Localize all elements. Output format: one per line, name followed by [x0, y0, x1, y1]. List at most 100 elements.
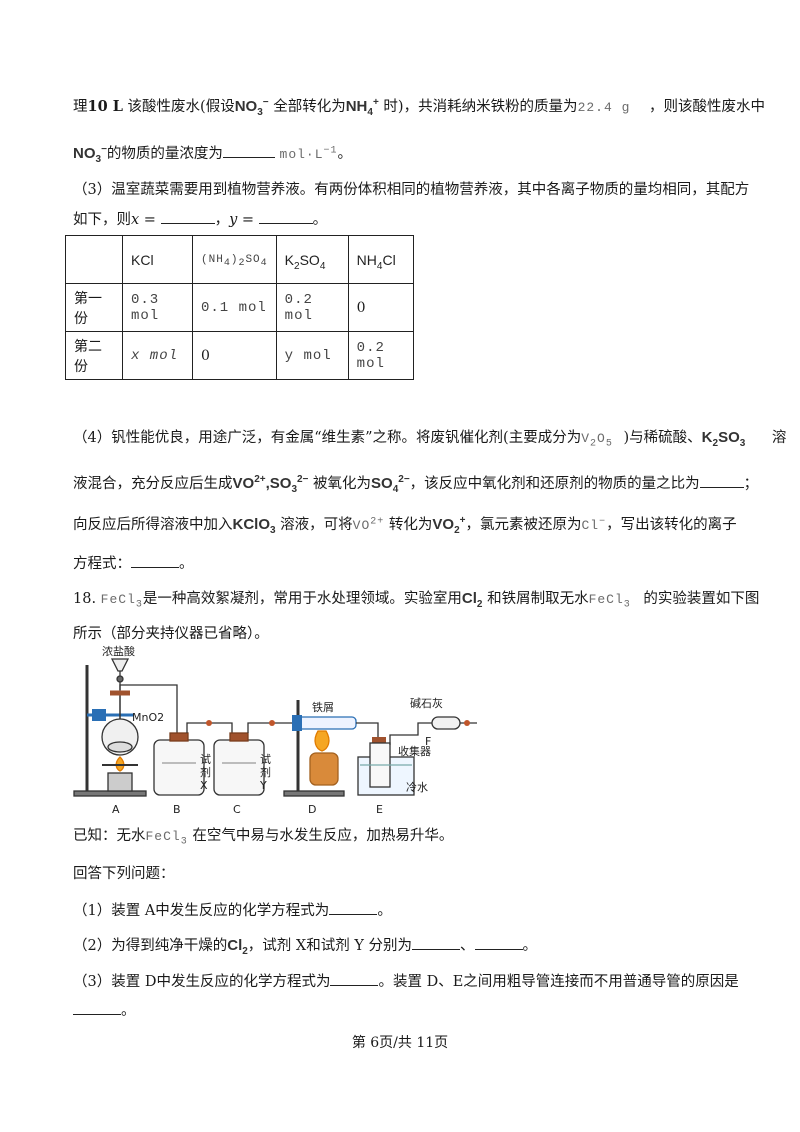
page-footer: 第 6页/共 11页 [351, 1035, 449, 1051]
known-line: 已知：无水FeCl3 在空气中易与水发生反应，加热易升华。 [73, 826, 453, 847]
table-header-row: KCl (NH4)2SO4 K2SO4 NH4Cl [65, 235, 414, 284]
nutrient-table: KCl (NH4)2SO4 K2SO4 NH4Cl 第一份 0.3 mol 0.… [65, 235, 414, 380]
text: 被氧化为 [313, 476, 372, 492]
text: ，该反应中氧化剂和还原剂的物质的量之比为 [409, 476, 700, 492]
sub-question-3: （3）装置 D中发生反应的化学方程式为 。装置 D、E之间用粗导管连接而不用普通导… [73, 971, 739, 992]
answer-blank[interactable] [222, 143, 275, 158]
chloride-ion: Cl− [581, 516, 607, 533]
table-cell: 0.2 mol [347, 331, 414, 380]
text: 所示（部分夹持仪器已省略）。 [73, 626, 269, 642]
text: 溶 [771, 430, 787, 446]
label-reagent-y: 剂 [260, 765, 271, 779]
label-reagent-y: Y [259, 779, 267, 792]
label-soda-lime: 碱石灰 [410, 696, 443, 710]
question-3-line-2: 如下，则x = ，y = 。 [73, 209, 327, 230]
text: 的物质的量浓度为 [106, 146, 223, 162]
text: 。 [179, 556, 194, 572]
table-cell: 0.1 mol [192, 283, 277, 332]
vo2-plus-ion: VO2+ [352, 516, 385, 533]
text: ，写出该转化的离子 [606, 517, 737, 533]
table-cell: 0.3 mol [122, 283, 193, 332]
text: 。 [337, 146, 353, 162]
text: ，试剂 X和试剂 Y 分别为 [247, 938, 413, 954]
question-3-line-1: （3）温室蔬菜需要用到植物营养液。有两份体积相同的植物营养液，其中各离子物质的量… [73, 180, 749, 200]
vo2-ion: VO2+ [432, 515, 466, 536]
label-reagent-x: X [200, 779, 208, 792]
text: （3）温室蔬菜需要用到植物营养液。有两份体积相同的植物营养液，其中各离子物质的量… [73, 182, 750, 198]
answer-blank-y[interactable] [258, 209, 313, 224]
answer-blank-x[interactable] [412, 935, 461, 950]
answer-prompt: 回答下列问题： [73, 864, 175, 884]
label-a: A [112, 803, 120, 816]
fecl3: FeCl3 [145, 829, 188, 848]
label-c: C [233, 803, 241, 816]
text: 如下，则 [73, 212, 131, 228]
label-d: D [308, 803, 316, 816]
text: 在空气中易与水发生反应，加热易升华。 [192, 828, 454, 844]
text: 向反应后所得溶液中加入 [73, 517, 233, 533]
table-cell: 0.2 mol [275, 283, 349, 332]
v2o5: V2O5 [581, 431, 613, 450]
answer-blank[interactable] [131, 553, 179, 568]
text: ，氯元素被还原为 [465, 517, 582, 533]
text: 该酸性废水(假设 [127, 99, 235, 115]
text: （2）为得到纯净干燥的 [73, 938, 228, 954]
label-concentrated-hcl: 浓盐酸 [102, 645, 135, 658]
sub-question-2: （2）为得到纯净干燥的Cl2，试剂 X和试剂 Y 分别为 、 。 [73, 935, 538, 957]
answer-blank[interactable] [73, 1000, 121, 1015]
text: 。 [312, 212, 328, 228]
label-reagent-x: 剂 [200, 765, 211, 779]
text: 方程式： [73, 556, 131, 572]
table-header-k2so4: K2SO4 [275, 235, 349, 284]
text: 。装置 D、E之间用粗导管连接而不用普通导管的原因是 [378, 974, 739, 990]
var-x: x [131, 212, 140, 228]
table-cell: 第一份 [65, 283, 123, 332]
table-header-nh4-2so4: (NH4)2SO4 [192, 235, 277, 284]
answer-blank-x[interactable] [160, 209, 215, 224]
text: （3）装置 D中发生反应的化学方程式为 [73, 974, 331, 990]
table-cell: 第二份 [65, 331, 123, 380]
label-e: E [376, 803, 383, 816]
text: 溶液，可将 [280, 517, 353, 533]
answer-blank-y[interactable] [474, 935, 523, 950]
table-row: 第一份 0.3 mol 0.1 mol 0.2 mol 0 [65, 283, 414, 332]
sub-question-3-cont: 。 [73, 1000, 136, 1021]
text: ，则该酸性废水中 [648, 99, 765, 115]
text: = [139, 212, 161, 228]
text: )与稀硫酸、 [623, 430, 702, 446]
text: 的实验装置如下图 [643, 591, 760, 607]
text: 回答下列问题： [73, 866, 175, 882]
table-header-kcl: KCl [122, 235, 193, 284]
cl2: Cl2 [227, 937, 248, 957]
answer-blank[interactable] [699, 473, 744, 488]
text: 已知：无水 [73, 828, 146, 844]
table-row: 第二份 x mol 0 y mol 0.2 mol [65, 331, 414, 380]
text: ； [743, 476, 759, 492]
apparatus-figure: 浓盐酸 MnO2 试 剂 X 试 剂 Y 铁屑 碱石灰 F 收集器 冷水 A B… [73, 645, 477, 816]
table-header-nh4cl: NH4Cl [347, 235, 414, 284]
label-b: B [173, 803, 181, 816]
fecl3: FeCl3 [100, 592, 143, 611]
answer-blank[interactable] [329, 900, 378, 915]
table-cell: 0 [192, 331, 277, 380]
nitrate-ion: NO3− [73, 144, 107, 165]
text: 、 [460, 938, 475, 954]
question-4-line-2: 液混合，充分反应后生成VO2+,SO32− 被氧化为SO42−，该反应中氧化剂和… [73, 473, 759, 495]
label-mno2: MnO2 [132, 711, 164, 724]
table-cell: y mol [275, 331, 349, 380]
text: ， [214, 212, 230, 228]
kclo3: KClO3 [232, 516, 276, 536]
text: 。 [522, 938, 538, 954]
question-number: 18. [73, 591, 97, 607]
table-cell: x mol [122, 331, 193, 380]
answer-blank[interactable] [330, 971, 379, 986]
label-f: F [425, 735, 431, 748]
text: 理 [73, 99, 88, 115]
label-reagent-x: 试 [200, 753, 211, 766]
text: （4）钒性能优良，用途广泛，有金属“维生素”之称。将废钒催化剂(主要成分为 [73, 430, 582, 446]
question-18-line-2: 所示（部分夹持仪器已省略）。 [73, 624, 269, 644]
label-reagent-y: 试 [260, 753, 271, 766]
sulfate-ion: SO42− [371, 474, 410, 495]
unit: mol·L−1 [279, 145, 338, 162]
line-1: 理10 L 该酸性废水(假设NO3− 全部转化为NH4+ 时)，共消耗纳米铁粉的… [73, 97, 765, 118]
